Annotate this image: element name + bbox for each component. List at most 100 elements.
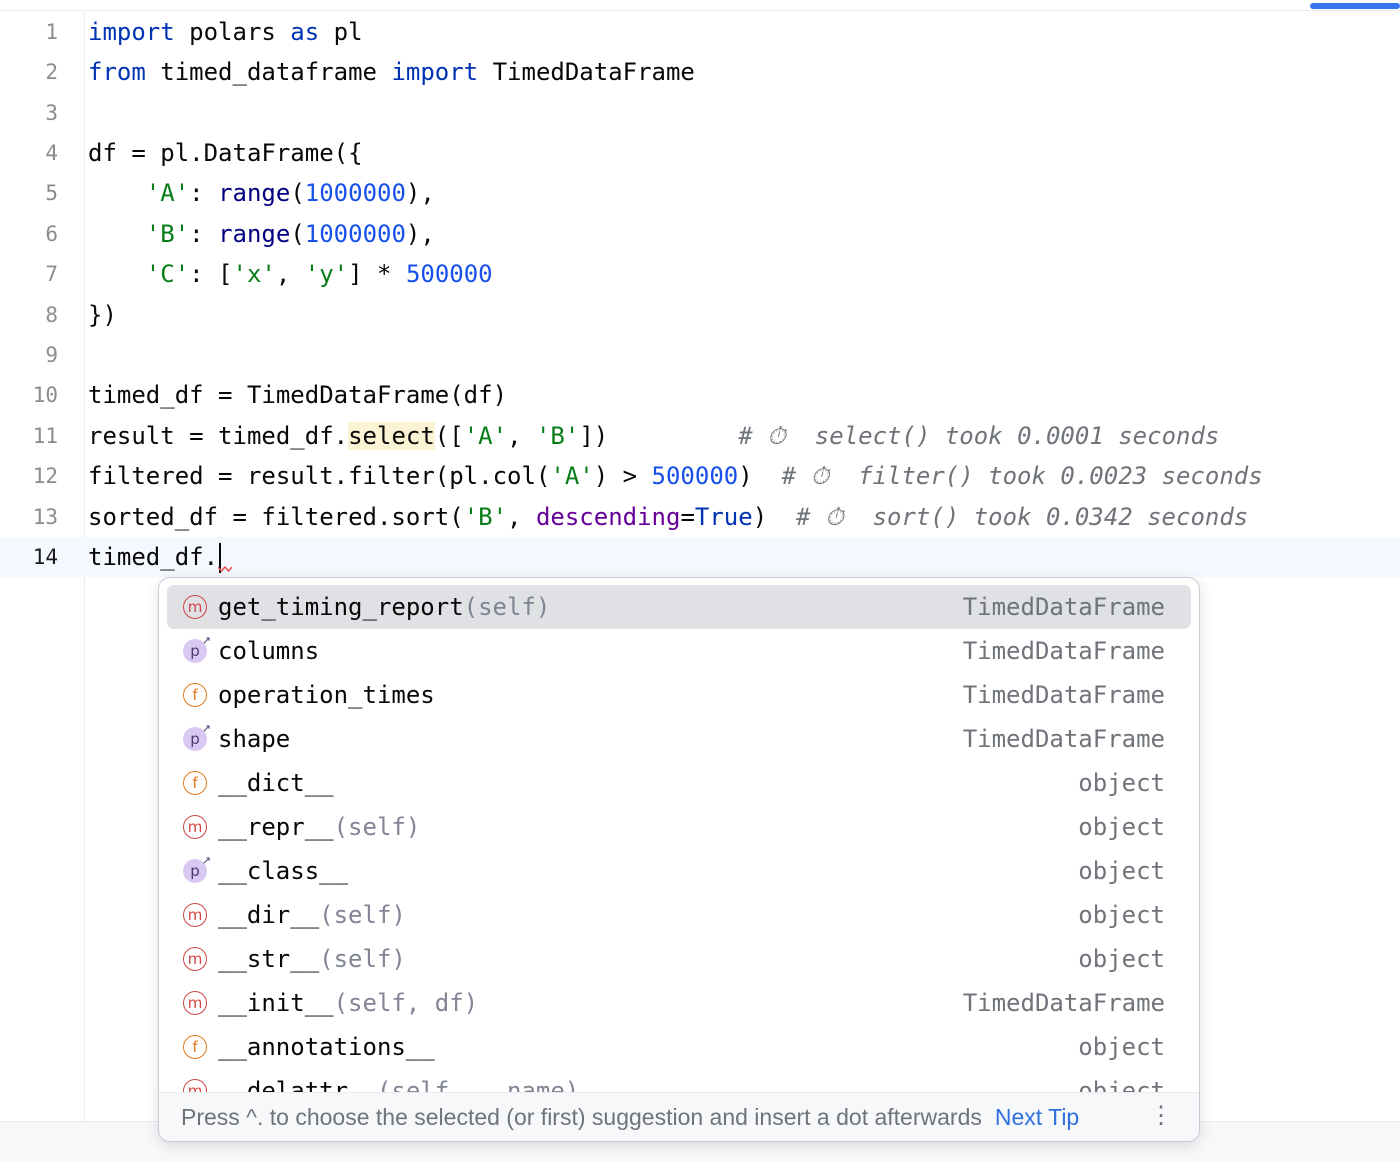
code-text: ( bbox=[290, 220, 305, 248]
code-line-2[interactable]: from timed_dataframe import TimedDataFra… bbox=[88, 52, 695, 92]
code-text: ]) bbox=[579, 422, 609, 450]
completion-item[interactable]: p↗ columns TimedDataFrame bbox=[167, 629, 1191, 673]
number-literal: 1000000 bbox=[304, 220, 406, 248]
code-text: : bbox=[189, 220, 219, 248]
completion-item-name: __repr__ bbox=[218, 813, 334, 841]
completion-item[interactable]: m __repr__(self) object bbox=[167, 805, 1191, 849]
inline-timing-hint: # ⏱ select() took 0.0001 seconds bbox=[608, 422, 1220, 450]
method-icon: m bbox=[183, 991, 207, 1015]
completion-item-type: object bbox=[1078, 813, 1165, 841]
keyword: import bbox=[391, 58, 479, 86]
string-literal: 'B' bbox=[145, 220, 190, 248]
completion-item[interactable]: m __dir__(self) object bbox=[167, 893, 1191, 937]
more-options-icon[interactable]: ⋮ bbox=[1149, 1102, 1173, 1129]
field-icon: f bbox=[183, 683, 207, 707]
completion-item-type: TimedDataFrame bbox=[962, 681, 1165, 709]
completion-item-type: object bbox=[1078, 1077, 1165, 1092]
line-number: 11 bbox=[32, 424, 58, 448]
completion-item-signature: (self, df) bbox=[333, 989, 479, 1017]
code-line-7[interactable]: 'C': ['x', 'y'] * 500000 bbox=[88, 254, 493, 294]
code-text: pl bbox=[319, 18, 363, 46]
completion-item-partial[interactable]: m __delattr__(self, __name) object bbox=[167, 1069, 1191, 1092]
line-number: 7 bbox=[45, 262, 58, 286]
indent bbox=[88, 179, 146, 207]
keyword: import bbox=[88, 18, 175, 46]
line-number: 3 bbox=[45, 101, 58, 125]
code-line-1[interactable]: import polars as pl bbox=[88, 12, 363, 52]
completion-item-name: __annotations__ bbox=[218, 1033, 435, 1061]
code-text: ] * bbox=[348, 260, 406, 288]
string-literal: 'x' bbox=[232, 260, 276, 288]
completion-item[interactable]: m __str__(self) object bbox=[167, 937, 1191, 981]
highlighted-identifier: select bbox=[348, 422, 435, 450]
inline-timing-hint: # ⏱ filter() took 0.0023 seconds bbox=[752, 462, 1263, 490]
code-text: , bbox=[507, 422, 536, 450]
code-text: sorted_df = filtered.sort( bbox=[88, 503, 464, 531]
editor-top-border bbox=[0, 0, 1400, 11]
line-number: 5 bbox=[45, 181, 58, 205]
builtin-name: range bbox=[218, 220, 291, 248]
completion-item-signature: (self, __name) bbox=[376, 1077, 580, 1092]
code-line-8[interactable]: }) bbox=[88, 295, 117, 335]
completion-item[interactable]: f operation_times TimedDataFrame bbox=[167, 673, 1191, 717]
completion-item-type: object bbox=[1078, 1033, 1165, 1061]
text-caret bbox=[219, 543, 222, 573]
string-literal: 'A' bbox=[550, 462, 594, 490]
completion-item-selected[interactable]: m get_timing_report(self) TimedDataFrame bbox=[167, 585, 1191, 629]
builtin-name: range bbox=[218, 179, 291, 207]
completion-item-type: TimedDataFrame bbox=[962, 725, 1165, 753]
line-number: 4 bbox=[45, 141, 58, 165]
next-tip-link[interactable]: Next Tip bbox=[994, 1104, 1080, 1130]
code-line-5[interactable]: 'A': range(1000000), bbox=[88, 173, 435, 213]
code-text: ( bbox=[290, 179, 305, 207]
completion-item[interactable]: m __init__(self, df) TimedDataFrame bbox=[167, 981, 1191, 1025]
property-icon: p↗ bbox=[183, 634, 211, 663]
code-text: ) > bbox=[593, 462, 652, 490]
completion-item-name: __class__ bbox=[218, 857, 349, 885]
completion-item-signature: (self) bbox=[463, 593, 551, 621]
code-line-14[interactable]: timed_df. bbox=[88, 537, 222, 577]
keyword-argument: descending bbox=[535, 503, 681, 531]
completion-item-signature: (self) bbox=[333, 813, 421, 841]
completion-item-name: columns bbox=[218, 637, 320, 665]
code-line-10[interactable]: timed_df = TimedDataFrame(df) bbox=[88, 375, 507, 415]
completion-item-signature: (self) bbox=[319, 945, 406, 973]
completion-item[interactable]: p↗ __class__ object bbox=[167, 849, 1191, 893]
code-text: }) bbox=[88, 301, 117, 329]
completion-item-type: object bbox=[1078, 945, 1165, 973]
code-line-6[interactable]: 'B': range(1000000), bbox=[88, 214, 435, 254]
completion-list[interactable]: m get_timing_report(self) TimedDataFrame… bbox=[159, 578, 1199, 1092]
scroll-indicator[interactable] bbox=[1310, 3, 1400, 9]
string-literal: 'B' bbox=[463, 503, 508, 531]
code-text: result = timed_df. bbox=[88, 422, 349, 450]
completion-item[interactable]: f __dict__ object bbox=[167, 761, 1191, 805]
inline-timing-hint: # ⏱ sort() took 0.0342 seconds bbox=[767, 503, 1249, 531]
code-text: ) bbox=[752, 503, 768, 531]
number-literal: 500000 bbox=[405, 260, 493, 288]
completion-footer: Press ^. to choose the selected (or firs… bbox=[159, 1092, 1199, 1141]
completion-item-name: __delattr__ bbox=[218, 1077, 377, 1092]
number-literal: 500000 bbox=[651, 462, 739, 490]
code-line-13[interactable]: sorted_df = filtered.sort('B', descendin… bbox=[88, 497, 1248, 537]
code-line-12[interactable]: filtered = result.filter(pl.col('A') > 5… bbox=[88, 456, 1263, 496]
completion-item[interactable]: p↗ shape TimedDataFrame bbox=[167, 717, 1191, 761]
code-text: filtered = result.filter(pl.col( bbox=[88, 462, 551, 490]
code-text: = bbox=[680, 503, 695, 531]
method-icon: m bbox=[183, 947, 207, 971]
completion-popup[interactable]: m get_timing_report(self) TimedDataFrame… bbox=[158, 577, 1200, 1142]
code-text: polars bbox=[174, 18, 291, 46]
code-text: ) bbox=[738, 462, 753, 490]
line-number: 10 bbox=[32, 383, 58, 407]
code-line-11[interactable]: result = timed_df.select(['A', 'B']) # ⏱… bbox=[88, 416, 1219, 456]
code-line-4[interactable]: df = pl.DataFrame({ bbox=[88, 133, 363, 173]
line-number: 9 bbox=[45, 343, 58, 367]
code-text: ), bbox=[405, 220, 435, 248]
keyword: from bbox=[88, 58, 146, 86]
code-text: timed_df = TimedDataFrame(df) bbox=[88, 381, 508, 409]
completion-item-type: TimedDataFrame bbox=[962, 593, 1165, 621]
completion-item[interactable]: f __annotations__ object bbox=[167, 1025, 1191, 1069]
completion-hint-text: Press ^. to choose the selected (or firs… bbox=[181, 1104, 982, 1130]
code-text: ([ bbox=[434, 422, 464, 450]
completion-item-signature: (self) bbox=[319, 901, 406, 929]
completion-item-type: object bbox=[1078, 901, 1165, 929]
